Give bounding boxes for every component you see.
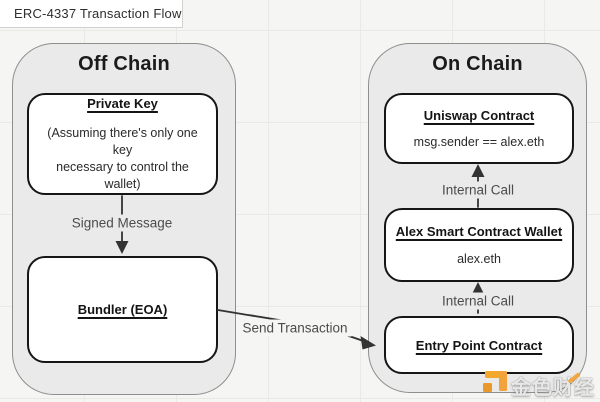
private-key-body-line2: necessary to control the wallet) [56, 159, 189, 191]
internal-call-label-bottom: Internal Call [437, 292, 519, 310]
alex-wallet-subtitle: alex.eth [457, 252, 501, 266]
diagram-title: ERC-4337 Transaction Flow [14, 6, 182, 21]
send-transaction-label: Send Transaction [238, 319, 352, 337]
private-key-title: Private Key [87, 95, 158, 111]
private-key-body-line1: (Assuming there's only one key [47, 125, 198, 157]
node-private-key: Private Key (Assuming there's only one k… [27, 93, 218, 195]
signed-message-label: Signed Message [67, 214, 177, 232]
watermark-text: 金色财经 [511, 377, 595, 399]
watermark-logo-icon [483, 371, 507, 392]
off-chain-heading: Off Chain [78, 53, 170, 75]
alex-wallet-title: Alex Smart Contract Wallet [395, 224, 563, 239]
private-key-body: (Assuming there's only one key necessary… [38, 125, 208, 193]
uniswap-subtitle: msg.sender == alex.eth [413, 135, 545, 149]
on-chain-region: On Chain Uniswap Contract msg.sender == … [368, 43, 587, 393]
uniswap-title: Uniswap Contract [423, 108, 535, 123]
bundler-title: Bundler (EOA) [77, 302, 168, 317]
node-alex-smart-contract-wallet: Alex Smart Contract Wallet alex.eth [384, 208, 574, 282]
node-bundler-eoa: Bundler (EOA) [27, 256, 218, 363]
watermark: 金色财经 [483, 370, 598, 399]
off-chain-region: Off Chain Private Key (Assuming there's … [12, 43, 236, 395]
node-uniswap-contract: Uniswap Contract msg.sender == alex.eth [384, 93, 574, 164]
entry-point-title: Entry Point Contract [415, 337, 543, 353]
node-entry-point-contract: Entry Point Contract [384, 316, 574, 374]
diagram-title-box: ERC-4337 Transaction Flow [0, 0, 183, 28]
internal-call-label-top: Internal Call [437, 181, 519, 199]
on-chain-heading: On Chain [432, 53, 523, 75]
